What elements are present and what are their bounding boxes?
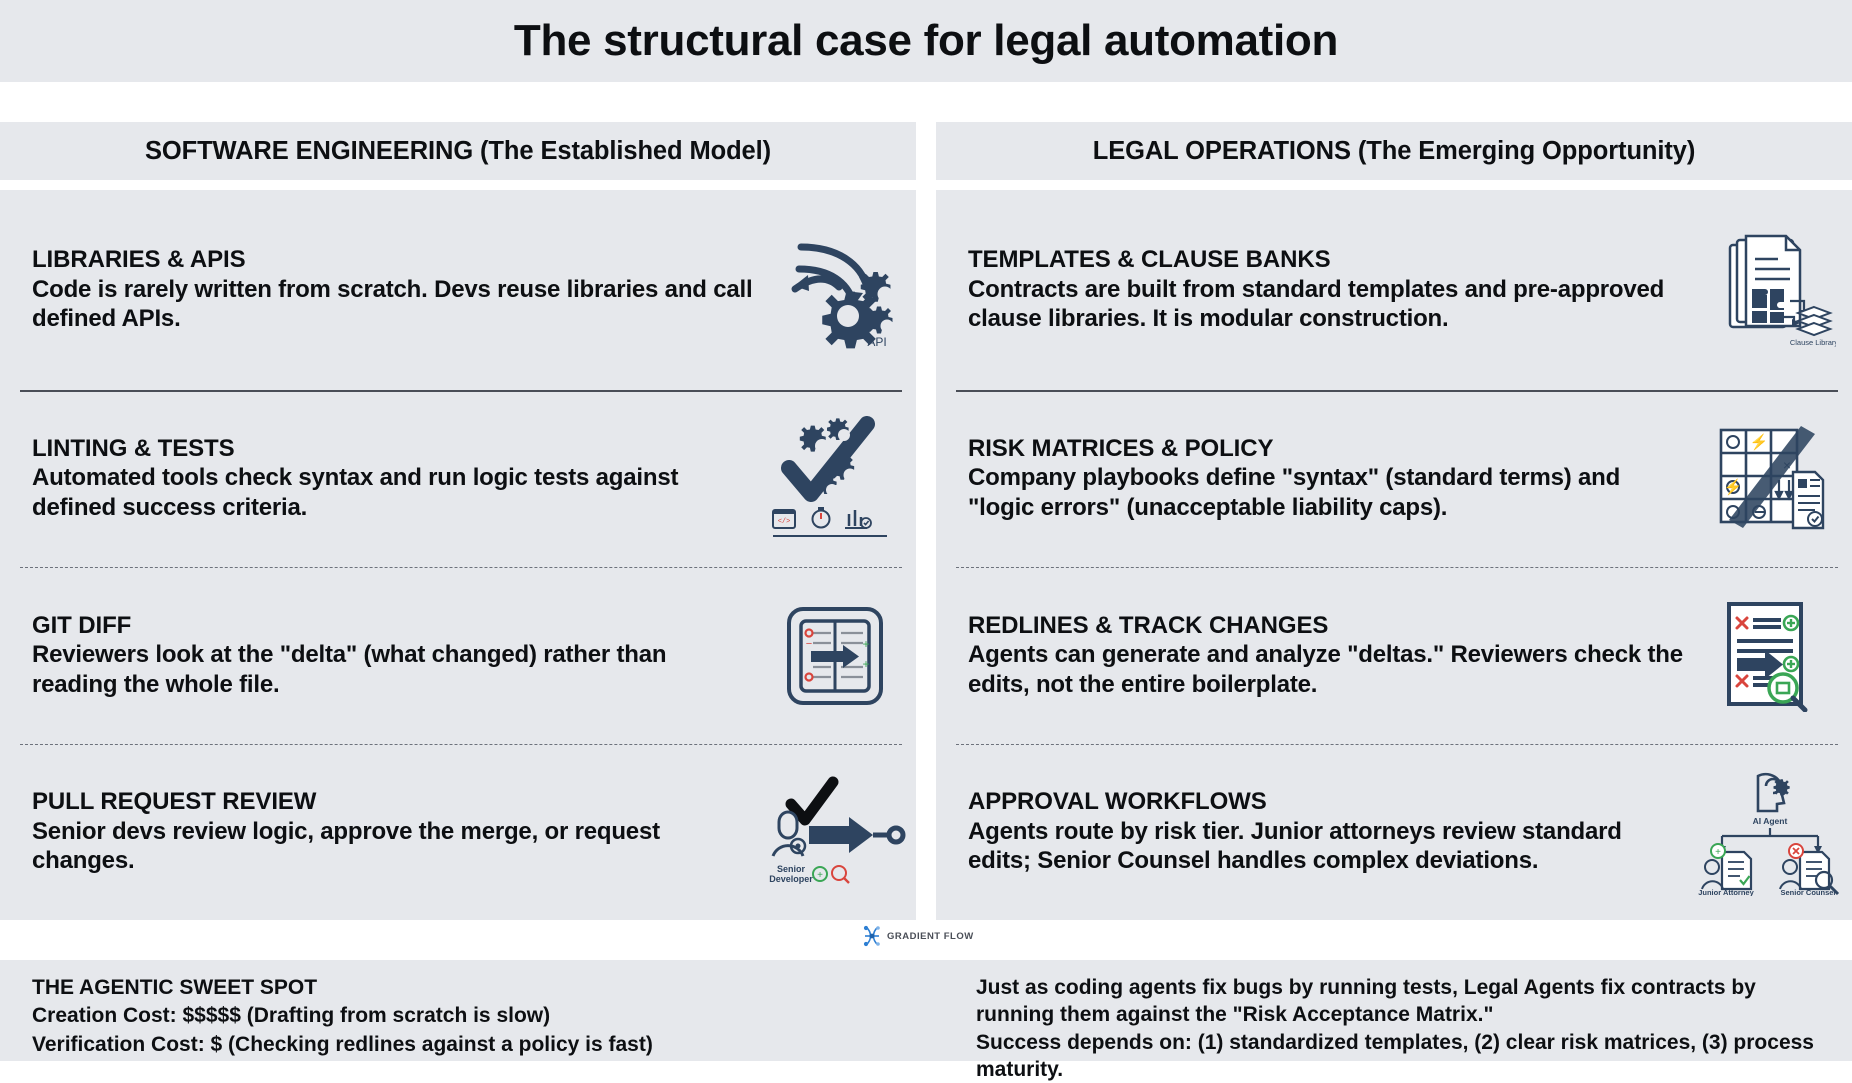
- row-divider: [956, 744, 1838, 745]
- gears-arrows-api-icon: API: [780, 225, 910, 355]
- row-description: Company playbooks define "syntax" (stand…: [968, 464, 1621, 521]
- svg-text:Senior: Senior: [777, 864, 806, 874]
- column-header-legal-operations: LEGAL OPERATIONS (The Emerging Opportuni…: [936, 122, 1852, 180]
- row-description: Agents route by risk tier. Junior attorn…: [968, 817, 1622, 875]
- row-text-block: APPROVAL WORKFLOWS Agents route by risk …: [968, 788, 1696, 875]
- brand-name: GRADIENT FLOW: [887, 930, 974, 942]
- row-text-block: GIT DIFF Reviewers look at the "delta" (…: [32, 612, 760, 699]
- row-title: REDLINES & TRACK CHANGES: [968, 611, 1329, 639]
- icon-caption: Clause Library: [1790, 338, 1836, 347]
- row-text-block: TEMPLATES & CLAUSE BANKS Contracts are b…: [968, 246, 1716, 333]
- svg-text:⚡: ⚡: [1750, 433, 1769, 451]
- ai-agent-routing-icon: AI Agent: [1696, 767, 1846, 897]
- row-description: Senior devs review logic, approve the me…: [32, 817, 660, 875]
- column-legal-operations: LEGAL OPERATIONS (The Emerging Opportuni…: [936, 122, 1852, 920]
- row-templates-and-clause-banks: TEMPLATES & CLAUSE BANKS Contracts are b…: [936, 190, 1852, 390]
- row-description: Agents can generate and analyze "deltas.…: [968, 641, 1683, 698]
- svg-text:+: +: [862, 637, 869, 651]
- row-divider: [20, 390, 902, 392]
- row-title: RISK MATRICES & POLICY: [968, 434, 1274, 462]
- icon-caption-senior-counsel: Senior Counsel: [1780, 888, 1835, 896]
- row-divider: [20, 567, 902, 568]
- column-software-engineering: SOFTWARE ENGINEERING (The Established Mo…: [0, 122, 916, 920]
- footer-creation-cost: Creation Cost: $$$$$ (Drafting from scra…: [32, 1004, 551, 1028]
- column-body-software-engineering: LIBRARIES & APIS Code is rarely written …: [0, 190, 916, 920]
- footer-title: THE AGENTIC SWEET SPOT: [32, 976, 318, 999]
- row-text-block: LIBRARIES & APIS Code is rarely written …: [32, 246, 780, 333]
- row-description: Contracts are built from standard templa…: [968, 275, 1665, 333]
- svg-text:+: +: [817, 870, 823, 881]
- footer-right-block: Just as coding agents fix bugs by runnin…: [976, 960, 1852, 1083]
- footer-verification-cost: Verification Cost: $ (Checking redlines …: [32, 1032, 653, 1056]
- footer-right-line-1: Just as coding agents fix bugs by runnin…: [976, 976, 1756, 1027]
- row-libraries-and-apis: LIBRARIES & APIS Code is rarely written …: [0, 190, 916, 390]
- row-title: APPROVAL WORKFLOWS: [968, 788, 1267, 816]
- row-text-block: REDLINES & TRACK CHANGES Agents can gene…: [968, 612, 1696, 699]
- brand-logo: GRADIENT FLOW: [862, 925, 974, 947]
- column-header-software-engineering: SOFTWARE ENGINEERING (The Established Mo…: [0, 122, 916, 180]
- footer-left-block: THE AGENTIC SWEET SPOT Creation Cost: $$…: [0, 960, 930, 1059]
- network-nodes-icon: [863, 925, 880, 947]
- title-banner: The structural case for legal automation: [0, 0, 1852, 82]
- row-title: LINTING & TESTS: [32, 434, 235, 462]
- icon-caption-junior-attorney: Junior Attorney: [1698, 888, 1754, 896]
- row-title: GIT DIFF: [32, 611, 132, 639]
- footer-bar: THE AGENTIC SWEET SPOT Creation Cost: $$…: [0, 960, 1852, 1081]
- row-redlines-and-track-changes: REDLINES & TRACK CHANGES Agents can gene…: [936, 567, 1852, 744]
- row-description: Automated tools check syntax and run log…: [32, 464, 679, 521]
- row-pull-request-review: PULL REQUEST REVIEW Senior devs review l…: [0, 744, 916, 920]
- row-description: Reviewers look at the "delta" (what chan…: [32, 641, 667, 698]
- row-approval-workflows: APPROVAL WORKFLOWS Agents route by risk …: [936, 744, 1852, 920]
- svg-text:</>: </>: [778, 518, 791, 526]
- column-header-label: SOFTWARE ENGINEERING (The Established Mo…: [144, 136, 772, 165]
- redline-document-magnifier-icon: [1696, 591, 1846, 721]
- row-title: PULL REQUEST REVIEW: [32, 788, 317, 816]
- row-divider: [956, 390, 1838, 392]
- row-title: LIBRARIES & APIS: [32, 246, 246, 274]
- column-body-legal-operations: TEMPLATES & CLAUSE BANKS Contracts are b…: [936, 190, 1852, 920]
- icon-caption-ai-agent: AI Agent: [1753, 816, 1788, 826]
- document-puzzle-stack-icon: Clause Library: [1716, 225, 1846, 355]
- row-title: TEMPLATES & CLAUSE BANKS: [968, 246, 1331, 274]
- svg-text:+: +: [862, 657, 869, 671]
- row-divider: [20, 744, 902, 745]
- row-text-block: PULL REQUEST REVIEW Senior devs review l…: [32, 788, 760, 875]
- column-header-label: LEGAL OPERATIONS (The Emerging Opportuni…: [1092, 136, 1696, 165]
- icon-caption: API: [867, 335, 886, 349]
- diff-panel-arrow-icon: − + +: [760, 591, 910, 721]
- row-description: Code is rarely written from scratch. Dev…: [32, 275, 753, 333]
- row-git-diff: GIT DIFF Reviewers look at the "delta" (…: [0, 567, 916, 744]
- row-divider: [956, 567, 1838, 568]
- row-risk-matrices-and-policy: RISK MATRICES & POLICY Company playbooks…: [936, 390, 1852, 567]
- risk-matrix-grid-icon: ⚡ ⚡ ×: [1696, 414, 1846, 544]
- svg-text:−: −: [806, 638, 812, 650]
- svg-text:+: +: [1715, 847, 1721, 858]
- senior-developer-approve-icon: Senior Developer +: [760, 767, 910, 897]
- row-linting-and-tests: LINTING & TESTS Automated tools check sy…: [0, 390, 916, 567]
- svg-text:Developer: Developer: [769, 874, 813, 884]
- footer-right-line-2: Success depends on: (1) standardized tem…: [976, 1030, 1814, 1081]
- checkmark-gears-icon: </>: [760, 414, 910, 544]
- row-text-block: LINTING & TESTS Automated tools check sy…: [32, 435, 760, 522]
- row-text-block: RISK MATRICES & POLICY Company playbooks…: [968, 435, 1696, 522]
- page-title: The structural case for legal automation: [513, 16, 1339, 65]
- svg-text:⚡: ⚡: [1724, 478, 1743, 496]
